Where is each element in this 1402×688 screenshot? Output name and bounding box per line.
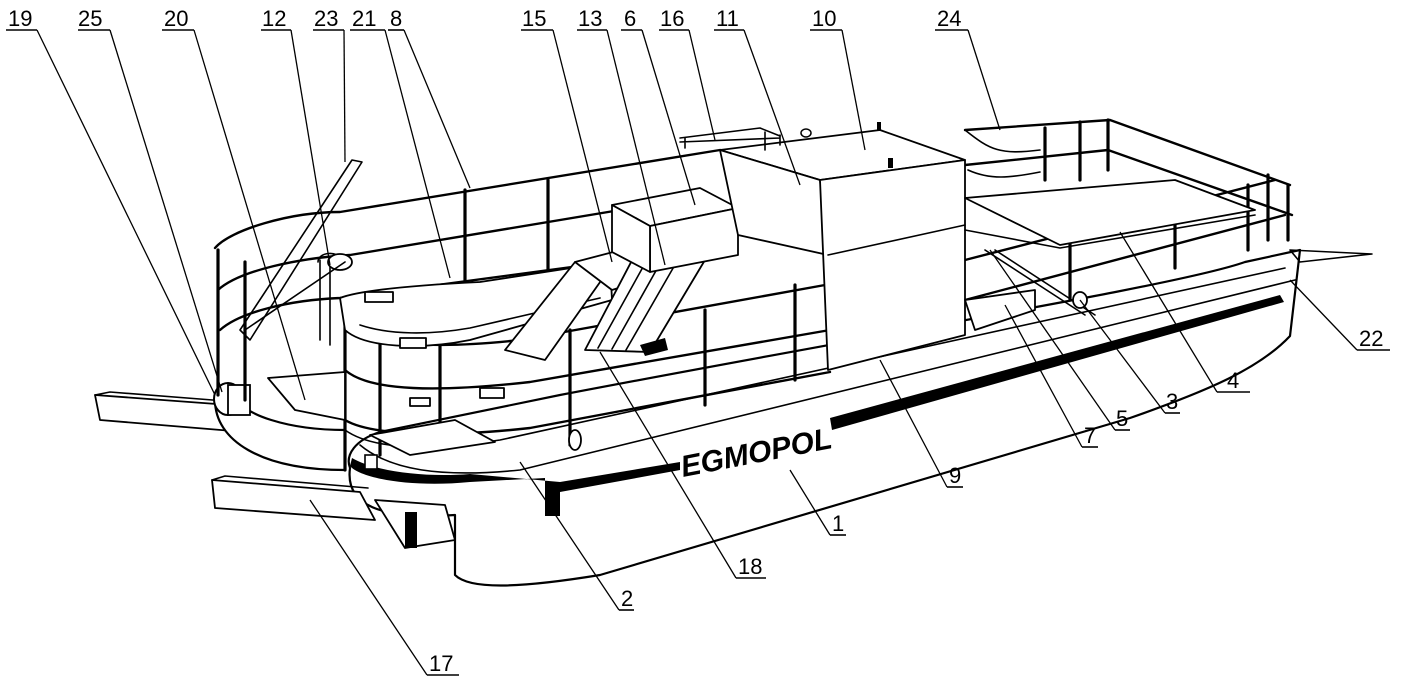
stern-platform (267, 371, 346, 421)
callout-25: 25 (78, 6, 102, 31)
hull-fitting (364, 454, 378, 470)
callout-6: 6 (624, 6, 636, 31)
callout-21: 21 (352, 6, 376, 31)
corner-cover (369, 419, 496, 456)
hull (347, 248, 1302, 587)
top-rail-aft (213, 148, 722, 250)
callout-11: 11 (716, 6, 739, 31)
callout-7: 7 (1084, 423, 1096, 448)
fore-tray (964, 289, 1036, 331)
cabin-hatch (800, 128, 812, 138)
boom-stay (244, 261, 346, 331)
callout-12: 12 (262, 6, 286, 31)
callout-8: 8 (390, 6, 402, 31)
callout-13: 13 (578, 6, 602, 31)
conveyor-13-stripes (597, 257, 677, 351)
front-mid-rail (343, 328, 832, 390)
fore-top-rail (963, 118, 1292, 187)
deck-fitting (399, 337, 427, 349)
fore-platform (964, 179, 1256, 246)
boom (239, 159, 363, 341)
roof-plate (679, 127, 781, 139)
callout-numbers: 19 25 20 12 23 21 8 15 13 6 16 11 10 24 … (8, 6, 1383, 676)
stern-block-shadow (405, 512, 417, 548)
wave-screen (964, 129, 1041, 178)
callout-4: 4 (1227, 368, 1239, 393)
pipe-elbow (327, 253, 353, 271)
callout-22: 22 (1359, 326, 1383, 351)
callout-24: 24 (937, 6, 961, 31)
stern-arm-lower-top (211, 475, 369, 489)
callout-16: 16 (660, 6, 684, 31)
reel-body (227, 384, 251, 416)
stern-arm-upper-top (94, 391, 239, 403)
deck-fitting (479, 387, 505, 399)
fore-side-rail-2 (963, 213, 1287, 302)
bow (1289, 249, 1373, 263)
callout-5: 5 (1116, 406, 1128, 431)
deck-fitting (364, 291, 394, 303)
conveyor-hopper (640, 338, 668, 356)
stern-arm-lower (211, 479, 376, 521)
callout-18: 19 (8, 6, 32, 31)
callout-1: 1 (832, 511, 844, 536)
callout-19: 20 (164, 6, 188, 31)
callout-23: 23 (314, 6, 338, 31)
pipe-fitting (568, 429, 582, 451)
callout-17: 17 (429, 651, 453, 676)
cabin-vent (877, 122, 881, 130)
callout-lines (6, 29, 1390, 676)
callout-10: 10 (812, 6, 836, 31)
callout-2: 2 (621, 586, 633, 611)
callout-20: 18 (738, 554, 762, 579)
callout-3: 3 (1166, 389, 1178, 414)
hull-stripe-aft (830, 295, 1284, 430)
mast-16 (679, 131, 781, 151)
callout-9: 9 (949, 463, 961, 488)
callout-15: 15 (522, 6, 546, 31)
deck-fitting (409, 397, 431, 407)
cabin-vent (888, 158, 893, 168)
cabin-front (819, 159, 966, 371)
aft-tank-inner (359, 297, 601, 334)
hull-sheer (359, 279, 1296, 474)
low-rail-aft (218, 260, 612, 332)
pump-box-side (611, 204, 651, 273)
fore-platform-edge (964, 214, 1256, 249)
cabin-seam (827, 224, 966, 256)
